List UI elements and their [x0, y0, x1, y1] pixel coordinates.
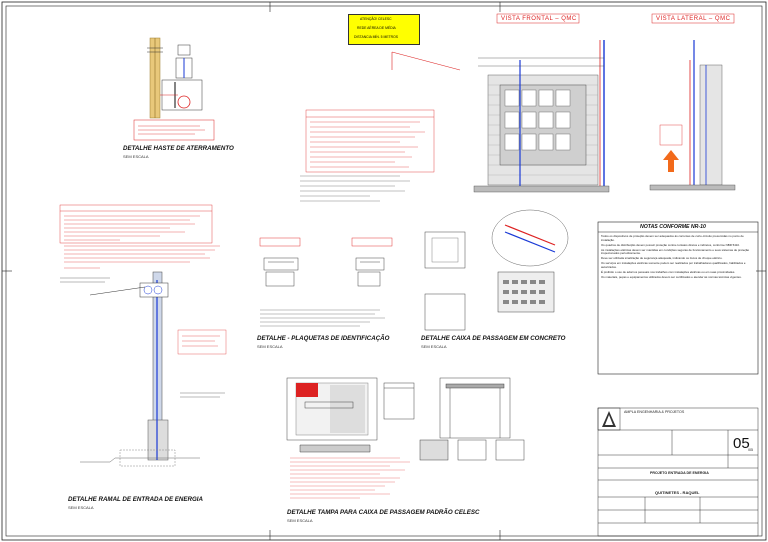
company-name: AMPLA ENGENHARIA & PROJETOS: [624, 410, 685, 414]
service-pole-detail: [80, 271, 200, 467]
side-view-title: VISTA LATERAL – QMC: [656, 16, 731, 22]
warning-line-1: ATENÇÃO! CELESC: [360, 17, 392, 21]
service-entry-table: [59, 204, 213, 244]
qmc-side-view: [649, 13, 736, 191]
note-item: As instalações elétricas devem ser manti…: [601, 247, 750, 256]
detail-title-service-entry: DETALHE RAMAL DE ENTRADA DE ENERGIA: [68, 496, 203, 503]
note-item: Os serviços em instalações elétricas som…: [601, 261, 746, 269]
sheet-total: /05: [748, 448, 753, 452]
warning-line-3: DISTANCIA MÍN. 5 METROS: [354, 35, 399, 39]
note-item: Os quadros de distribuição devem possuir…: [601, 242, 740, 247]
detail-scale-service-entry: SEM ESCALA: [68, 505, 94, 510]
project-title: PROJETO ENTRADA DE ENERGIA: [650, 471, 709, 475]
detail-title-grounding: DETALHE HASTE DE ATERRAMENTO: [123, 145, 234, 152]
warning-line-2: REDE AÉREA DE MÉDIA: [357, 26, 396, 30]
grounding-rod-detail: [133, 37, 215, 141]
center-legend-table: [305, 109, 435, 173]
detail-scale-grounding: SEM ESCALA: [123, 154, 149, 159]
detail-scale-cover-lid: SEM ESCALA: [287, 518, 313, 523]
title-block-grid: [597, 407, 759, 537]
note-item: Todos os dispositivos de proteção devem …: [601, 235, 744, 242]
warning-box: ATENÇÃO! CELESC REDE AÉREA DE MÉDIA DIST…: [348, 14, 420, 45]
note-item: Deve ser utilizada sinalização de segura…: [601, 256, 723, 261]
qmc-front-view: [473, 40, 610, 193]
concrete-junction-box: [424, 209, 569, 331]
detail-scale-plates: SEM ESCALA: [257, 344, 283, 349]
detail-title-cover-lid: DETALHE TAMPA PARA CAIXA DE PASSAGEM PAD…: [287, 509, 480, 516]
detail-scale-concrete-box: SEM ESCALA: [421, 344, 447, 349]
identification-plates: [259, 237, 393, 287]
cover-lid-detail: [286, 377, 525, 461]
note-item: Os materiais, peças e equipamentos utili…: [601, 274, 742, 279]
note-item: É proibido o uso de adornos pessoais nos…: [601, 269, 736, 274]
detail-title-plates: DETALHE - PLAQUETAS DE IDENTIFICAÇÃO: [257, 335, 390, 342]
client-name: QUITINETES - RAQUEL: [655, 490, 700, 495]
grounding-legend-lines: [138, 125, 205, 135]
notes-box: [597, 221, 759, 375]
front-view-title: VISTA FRONTAL – QMC: [501, 16, 577, 22]
notes-title: NOTAS CONFORME NR-10: [640, 224, 706, 230]
front-view-label-box: [496, 13, 580, 24]
company-logo: [602, 411, 616, 427]
sheet-number: 05: [733, 435, 750, 452]
notes-list: Todos os dispositivos de proteção devem …: [601, 235, 755, 372]
detail-title-concrete-box: DETALHE CAIXA DE PASSAGEM EM CONCRETO: [421, 335, 566, 342]
